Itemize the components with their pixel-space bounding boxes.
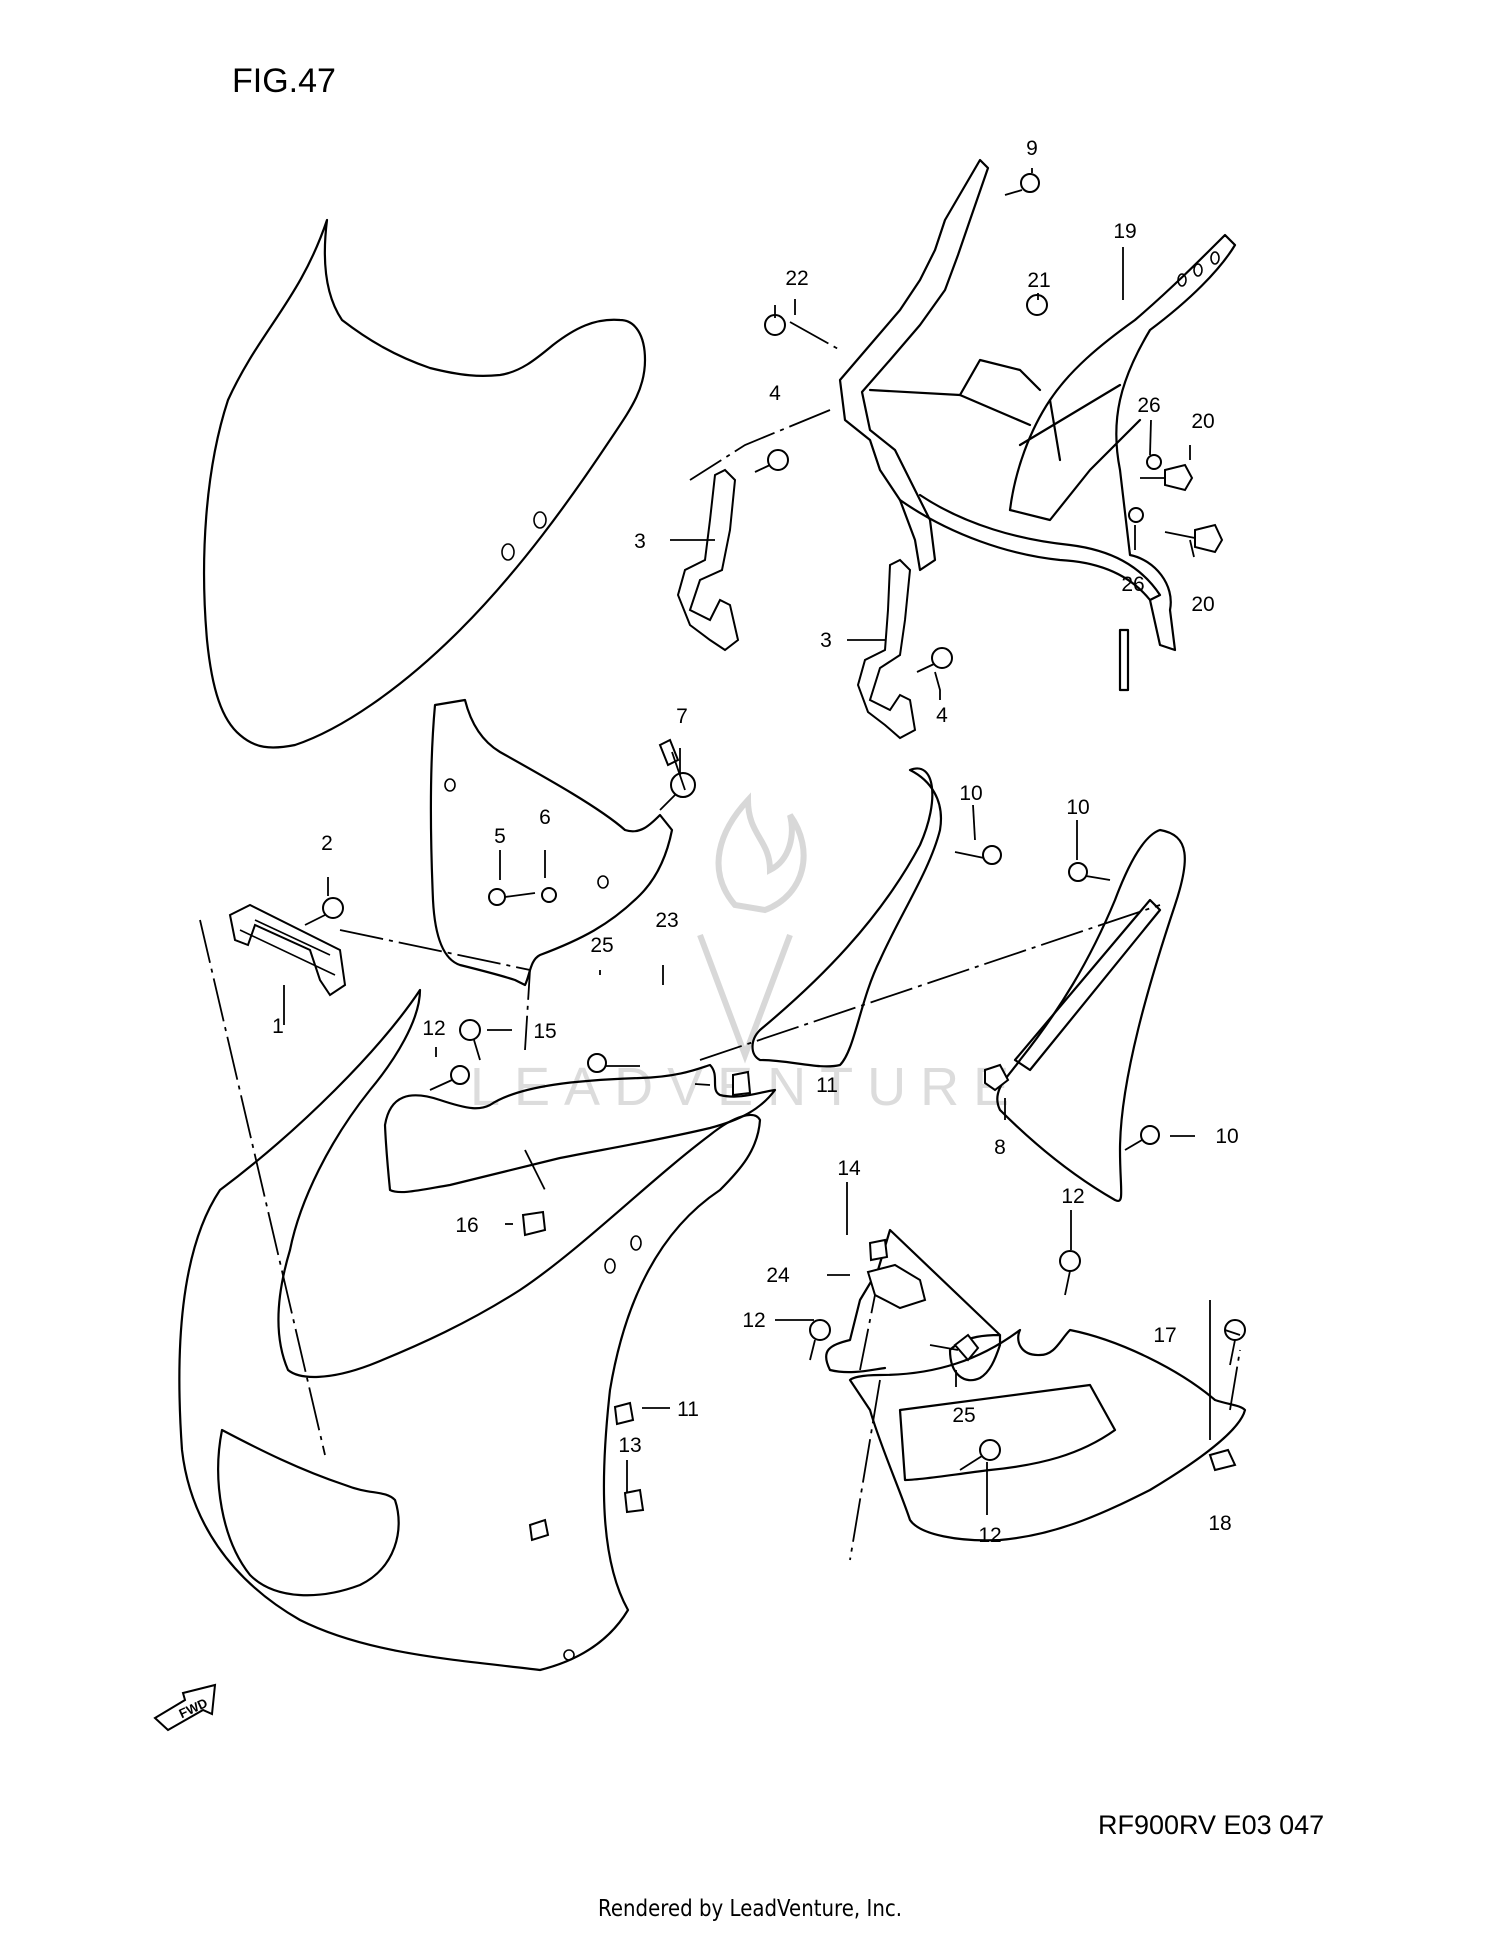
bracket-lower [856, 558, 917, 740]
callout-18: 18 [1208, 1512, 1231, 1535]
callout-24: 24 [766, 1264, 790, 1287]
callout-5: 5 [494, 825, 506, 848]
fasteners [304, 173, 1246, 1542]
windscreen-hole [501, 543, 515, 561]
callout-15: 15 [533, 1020, 556, 1043]
callout-9: 9 [1026, 137, 1038, 160]
callout-4: 4 [769, 382, 781, 405]
callout-10: 10 [1215, 1125, 1238, 1148]
callout-10: 10 [1066, 796, 1089, 819]
callout-12: 12 [742, 1309, 765, 1332]
fairing-hole [563, 1649, 575, 1661]
callout-8: 8 [994, 1136, 1006, 1159]
callout-14: 14 [837, 1157, 861, 1180]
callout-numbers: 1 2 3 3 4 4 5 6 7 8 9 10 10 10 11 11 12 … [272, 137, 1239, 1547]
callout-12: 12 [978, 1524, 1001, 1547]
callout-11: 11 [677, 1398, 699, 1421]
callout-11: 11 [816, 1074, 838, 1097]
callout-26: 26 [1121, 573, 1144, 596]
callout-1: 1 [272, 1015, 284, 1038]
fairing-hole [630, 1235, 642, 1251]
watermark-v-icon [697, 933, 793, 1064]
diagram-code: RF900RV E03 047 [1098, 1810, 1325, 1840]
callout-6: 6 [539, 806, 551, 829]
callout-7: 7 [676, 705, 688, 728]
panel-hole [444, 778, 456, 792]
fairing-brace [838, 158, 1237, 692]
upper-fairing [178, 988, 762, 1672]
callout-4: 4 [936, 704, 948, 727]
windscreen-hole [533, 511, 547, 529]
inner-lower-panel [383, 1063, 777, 1194]
callout-20: 20 [1191, 410, 1214, 433]
callout-25: 25 [952, 1404, 975, 1427]
callout-19: 19 [1113, 220, 1136, 243]
callout-22: 22 [785, 267, 808, 290]
figure-label: FIG.47 [232, 62, 336, 100]
lower-cowl-upper [825, 1228, 1002, 1382]
leader-lines [283, 168, 1241, 1515]
callout-2: 2 [321, 832, 333, 855]
headlight-opening [217, 1428, 400, 1597]
callout-3: 3 [820, 629, 832, 652]
inner-panel [429, 698, 674, 987]
watermark: LEADVENTURE [470, 792, 1009, 1117]
watermark-flame-icon [715, 792, 807, 914]
callout-17: 17 [1153, 1324, 1176, 1347]
side-cowl-strip [1013, 898, 1162, 1072]
footer-credit: Rendered by LeadVenture, Inc. [597, 1896, 903, 1922]
direction-label: FWD [177, 1695, 210, 1721]
callout-12: 12 [1061, 1185, 1084, 1208]
fairing-hole [604, 1258, 616, 1274]
callout-20: 20 [1191, 593, 1214, 616]
callout-25: 25 [590, 934, 613, 957]
callout-10: 10 [959, 782, 982, 805]
callout-23: 23 [655, 909, 678, 932]
assembly-lines [199, 321, 1241, 1561]
lower-cowl [848, 1328, 1247, 1542]
panel-hole [597, 875, 609, 889]
bracket-upper [676, 468, 740, 652]
callout-13: 13 [618, 1434, 641, 1457]
callout-21: 21 [1027, 269, 1050, 292]
callout-16: 16 [455, 1214, 478, 1237]
lower-cowl-recess [898, 1383, 1117, 1482]
forward-arrow-icon: FWD [153, 1683, 217, 1732]
callout-26: 26 [1137, 394, 1160, 417]
windscreen [202, 218, 647, 749]
left-side-cowl-outer [996, 828, 1186, 1202]
fairing-stay [228, 903, 347, 997]
callout-12: 12 [422, 1017, 445, 1040]
callout-3: 3 [634, 530, 646, 553]
fairing-stay-detail [239, 919, 336, 976]
left-side-cowl [751, 767, 943, 1068]
